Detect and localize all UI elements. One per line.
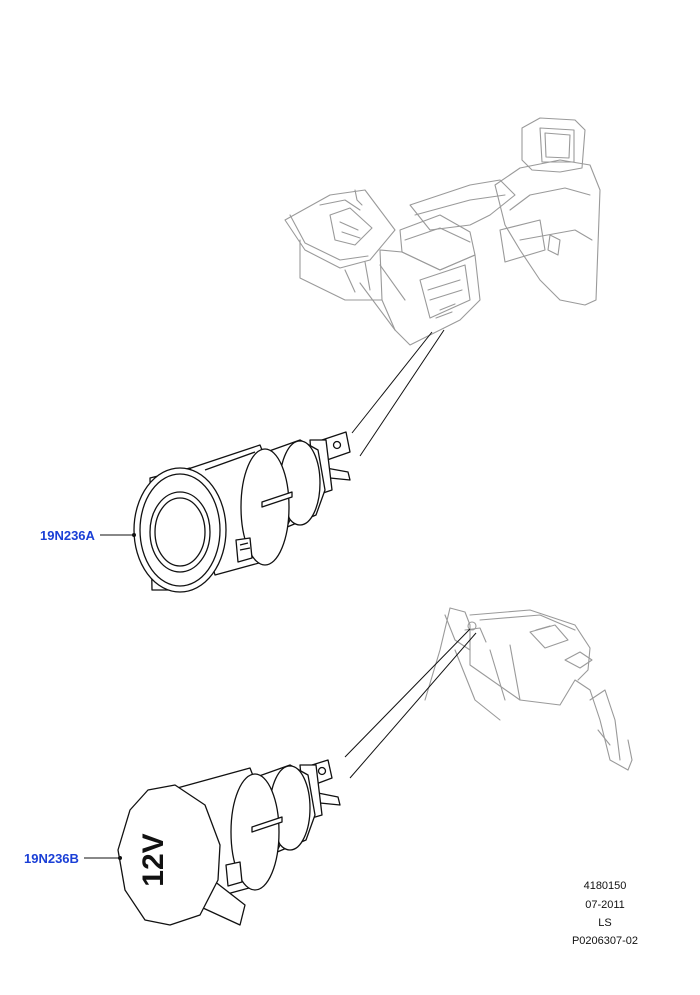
callout-19n236a[interactable]: 19N236A (40, 528, 95, 543)
callout-dot-b (118, 856, 122, 860)
illustration-date: 07-2011 (585, 899, 625, 911)
rear-console-context (284, 117, 601, 346)
illustration-reference: P0206307-02 (571, 935, 639, 947)
cap-label: 12V (137, 833, 170, 886)
power-socket-illustration (133, 431, 351, 593)
luggage-area-context (424, 607, 633, 771)
capped-power-socket-illustration (117, 759, 341, 926)
leader-lines-b (344, 628, 477, 779)
callout-dot-a (132, 533, 136, 537)
callout-19n236b[interactable]: 19N236B (24, 851, 79, 866)
illustration-author: LS (598, 917, 612, 929)
leader-lines-a (351, 329, 445, 457)
callout-lines (84, 534, 134, 859)
illustration-number: 4180150 (583, 880, 627, 892)
